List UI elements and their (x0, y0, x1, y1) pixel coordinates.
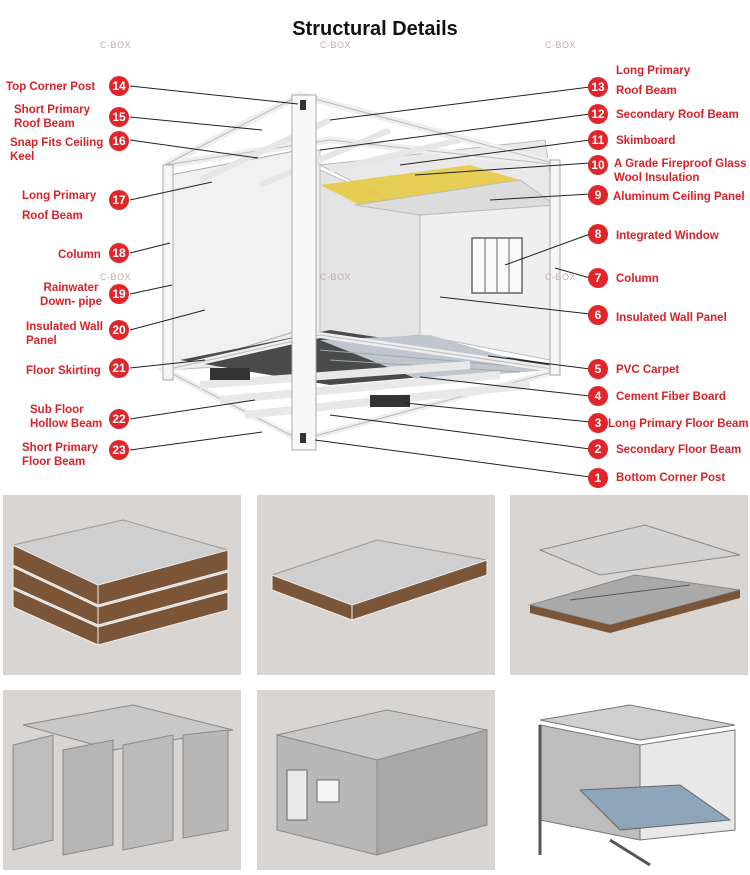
callout-badge-11: 11 (588, 130, 608, 150)
callout-badge-8: 8 (588, 224, 608, 244)
callout-label-14: Top Corner Post (6, 81, 96, 93)
page-title: Structural Details (292, 18, 458, 40)
callout-label-16: Snap Fits Ceiling Keel (10, 137, 104, 163)
callout-label-6: Insulated Wall Panel (616, 312, 727, 324)
callout-label-20: Insulated Wall Panel (26, 321, 103, 347)
thumbnail-stacked-flatpacks (3, 495, 241, 675)
callout-label-13: Long Primary Roof Beam (616, 65, 691, 97)
callout-badge-2: 2 (588, 439, 608, 459)
callout-badge-3: 3 (588, 413, 608, 433)
callout-badge-13: 13 (588, 77, 608, 97)
callout-label-22: Sub Floor Hollow Beam (30, 404, 103, 430)
watermark: C-BOX (320, 272, 352, 282)
callout-badge-12: 12 (588, 104, 608, 124)
callout-label-9: Aluminum Ceiling Panel (613, 191, 745, 203)
callout-badge-19: 19 (109, 284, 129, 304)
callout-badge-9: 9 (588, 185, 608, 205)
callout-badge-23: 23 (109, 440, 129, 460)
thumbnail-opening-flatpack (510, 495, 748, 675)
callout-label-11: Skimboard (616, 135, 676, 147)
thumbnail-wall-assembly (3, 690, 241, 870)
callout-badge-18: 18 (109, 243, 129, 263)
thumbnail-frame-cutaway (510, 690, 748, 870)
callout-label-5: PVC Carpet (616, 364, 680, 376)
callout-label-15: Short Primary Roof Beam (14, 104, 91, 130)
callout-badge-16: 16 (109, 131, 129, 151)
watermark: C-BOX (100, 272, 132, 282)
callout-label-10: A Grade Fireproof Glass Wool Insulation (614, 158, 747, 184)
callout-label-12: Secondary Roof Beam (616, 109, 739, 121)
callout-label-1: Bottom Corner Post (616, 472, 726, 484)
callout-label-23: Short Primary Floor Beam (22, 442, 99, 468)
callout-badge-14: 14 (109, 76, 129, 96)
callout-label-17: Long Primary Roof Beam (22, 190, 97, 222)
watermark: C-BOX (545, 272, 577, 282)
callout-badge-4: 4 (588, 386, 608, 406)
callout-label-4: Cement Fiber Board (616, 391, 726, 403)
callout-label-18: Column (58, 249, 101, 261)
callout-badge-17: 17 (109, 190, 129, 210)
callout-label-2: Secondary Floor Beam (616, 444, 742, 456)
container-structure-illustration (129, 85, 591, 478)
callout-badge-21: 21 (109, 358, 129, 378)
callout-badge-20: 20 (109, 320, 129, 340)
watermark: C-BOX (100, 40, 132, 50)
callout-label-8: Integrated Window (616, 230, 719, 242)
callout-badge-6: 6 (588, 305, 608, 325)
callout-label-7: Column (616, 273, 659, 285)
callout-label-21: Floor Skirting (26, 365, 101, 377)
thumbnail-finished-container (257, 690, 495, 870)
watermark: C-BOX (320, 40, 352, 50)
callout-badge-1: 1 (588, 468, 608, 488)
callout-label-19: Rainwater Down- pipe (40, 282, 102, 308)
watermark: C-BOX (545, 40, 577, 50)
callout-badge-7: 7 (588, 268, 608, 288)
thumbnail-single-flatpack (257, 495, 495, 675)
callout-badge-22: 22 (109, 409, 129, 429)
callout-badge-15: 15 (109, 107, 129, 127)
callout-label-3: Long Primary Floor Beam (608, 418, 749, 430)
callout-badge-10: 10 (588, 155, 608, 175)
callout-badge-5: 5 (588, 359, 608, 379)
